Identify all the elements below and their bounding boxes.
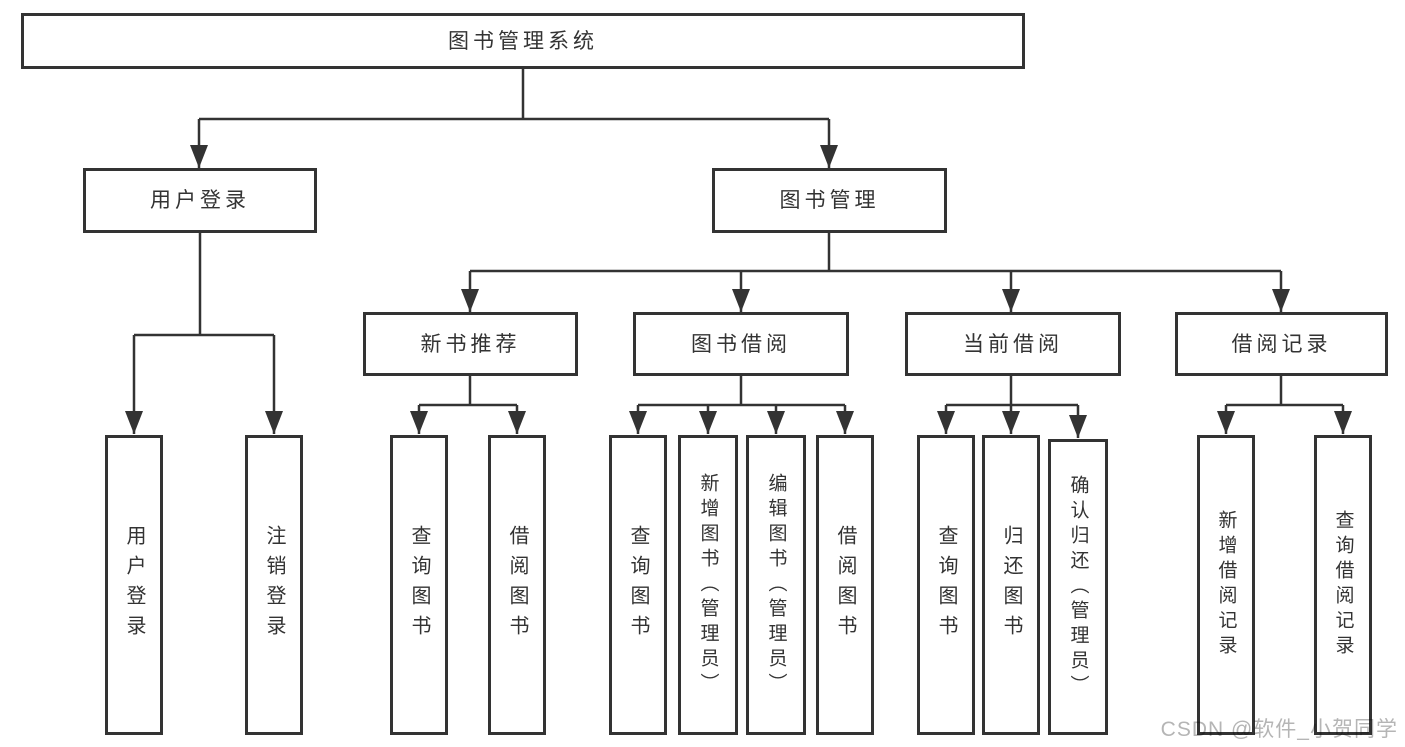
connector-new-book-recommend-children	[410, 376, 526, 434]
connector-borrow-records-children	[1217, 376, 1352, 434]
connector-current-borrowing-children	[937, 376, 1087, 438]
leaf-borrowing-query-books: 查询图书	[609, 435, 667, 735]
leaf-borrowing-edit-book-admin: 编辑图书（管理员）	[746, 435, 806, 735]
connector-book-management-children	[461, 233, 1290, 312]
node-book-borrowing: 图书借阅	[633, 312, 849, 376]
leaf-user-login: 用户登录	[105, 435, 163, 735]
node-book-management: 图书管理	[712, 168, 947, 233]
leaf-records-query-record: 查询借阅记录	[1314, 435, 1372, 735]
connector-book-borrowing-children	[629, 376, 854, 434]
node-root-system-title: 图书管理系统	[21, 13, 1025, 69]
leaf-borrowing-borrow-books: 借阅图书	[816, 435, 874, 735]
leaf-current-confirm-return-admin: 确认归还（管理员）	[1048, 439, 1108, 735]
leaf-current-query-books: 查询图书	[917, 435, 975, 735]
csdn-watermark: CSDN @软件_小贺同学	[1160, 718, 1398, 741]
leaf-recommend-query-books: 查询图书	[390, 435, 448, 735]
leaf-logout: 注销登录	[245, 435, 303, 735]
node-new-book-recommend: 新书推荐	[363, 312, 578, 376]
connector-user-login-children	[125, 233, 283, 434]
connector-root-to-level2	[190, 69, 838, 168]
node-current-borrowing: 当前借阅	[905, 312, 1121, 376]
node-borrow-records: 借阅记录	[1175, 312, 1388, 376]
leaf-records-add-record: 新增借阅记录	[1197, 435, 1255, 735]
leaf-current-return-book: 归还图书	[982, 435, 1040, 735]
leaf-borrowing-add-book-admin: 新增图书（管理员）	[678, 435, 738, 735]
node-user-login: 用户登录	[83, 168, 317, 233]
leaf-recommend-borrow-books: 借阅图书	[488, 435, 546, 735]
